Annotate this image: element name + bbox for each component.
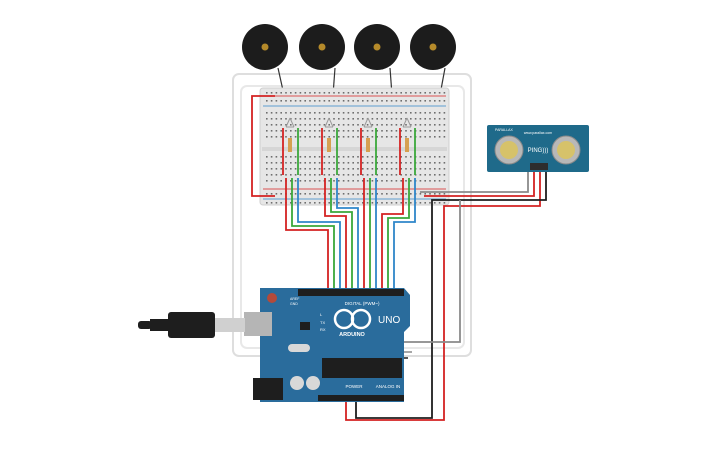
analog-header [318, 395, 404, 401]
sensor-name: PING))) [528, 148, 549, 154]
usb-port [244, 312, 272, 336]
rx-label: RX [320, 327, 326, 332]
digital-label: DIGITAL (PWM~) [345, 301, 380, 306]
aref-label: AREF [290, 297, 299, 301]
signal-wires [285, 178, 416, 290]
arduino-uno[interactable]: ARDUINO UNO DIGITAL (PWM~) ANALOG IN POW… [244, 288, 410, 402]
arduino-brand: ARDUINO [339, 332, 365, 338]
usb-cable-icon[interactable] [138, 312, 245, 338]
ultrasonic-sensor[interactable]: PING))) www.parallax.com PARALLAX [487, 125, 589, 172]
breadboard-holes [266, 92, 446, 204]
buzzer-4[interactable] [410, 24, 456, 70]
buzzer-3[interactable] [354, 24, 400, 70]
tx-label: TX [320, 320, 325, 325]
power-label: POWER [345, 384, 363, 389]
atmega-chip [322, 358, 402, 378]
power-jack [253, 378, 283, 400]
reset-button[interactable] [267, 293, 277, 303]
rgb-leds [285, 117, 412, 128]
sensor-brand: www.parallax.com [524, 131, 552, 135]
buzzer-1[interactable] [242, 24, 288, 70]
breadboard-jumpers [282, 128, 416, 175]
gnd-label: GND [290, 302, 298, 306]
sensor-badge: PARALLAX [495, 128, 513, 132]
l-label: L [320, 312, 323, 317]
power-rail-wire [251, 95, 275, 197]
sensor-wires [345, 168, 547, 421]
breadboard[interactable] [259, 87, 450, 206]
resistors [288, 138, 409, 152]
analog-label: ANALOG IN [376, 384, 401, 389]
arduino-model: UNO [378, 315, 400, 326]
buzzer-2[interactable] [299, 24, 345, 70]
digital-header [298, 289, 404, 296]
